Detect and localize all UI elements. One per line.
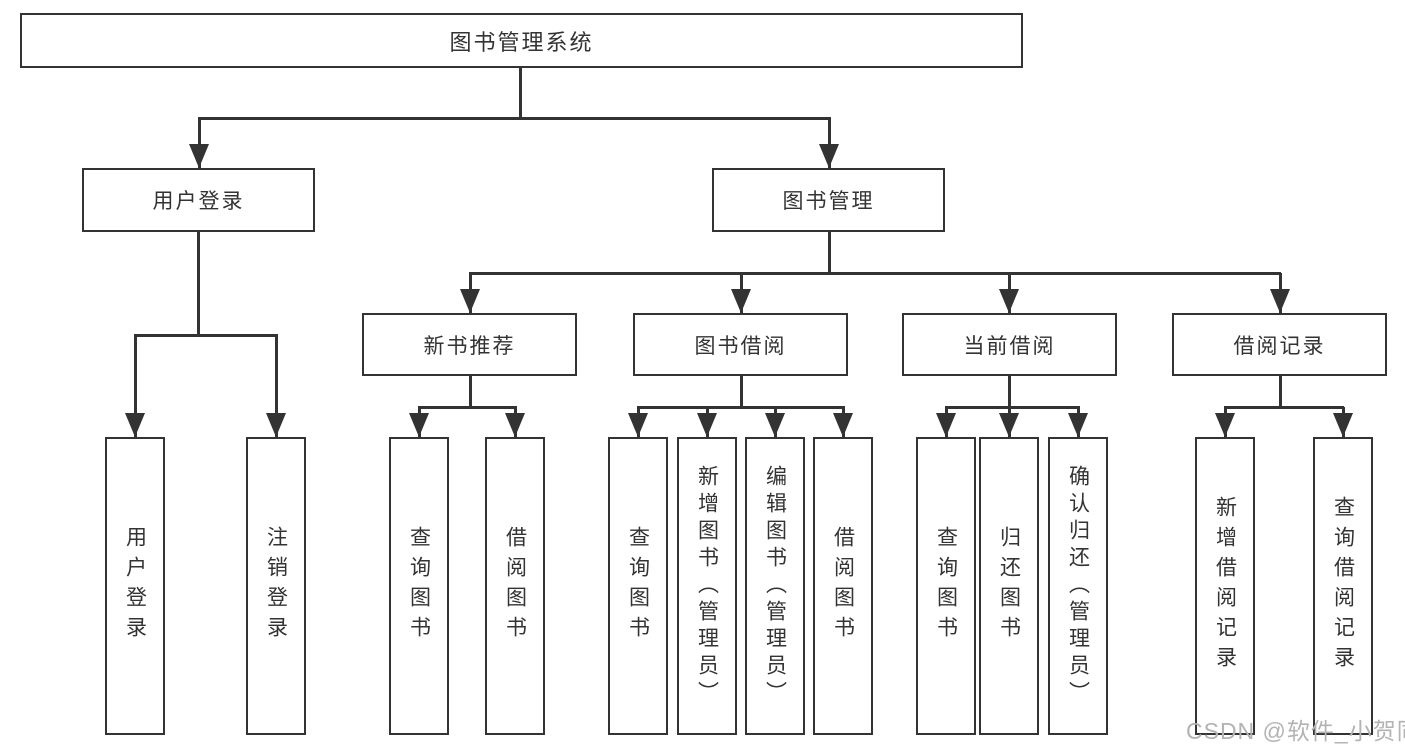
- leaf-borrow-books-recommend: 借阅图书: [485, 437, 545, 735]
- connector-line: [469, 272, 1281, 275]
- leaf-edit-book-admin: 编辑图书（管理员）: [745, 437, 805, 735]
- leaf-user-login: 用户登录: [105, 437, 165, 735]
- arrowhead-down: [819, 144, 839, 168]
- arrowhead-down: [409, 413, 429, 437]
- leaf-query-borrow-record: 查询借阅记录: [1313, 437, 1373, 735]
- leaf-logout: 注销登录: [246, 437, 306, 735]
- connector-line: [197, 232, 200, 335]
- leaf-return-books: 归还图书: [979, 437, 1039, 735]
- leaf-add-borrow-record: 新增借阅记录: [1195, 437, 1255, 735]
- connector-line: [1224, 406, 1344, 409]
- leaf-query-books-recommend: 查询图书: [389, 437, 449, 735]
- arrowhead-down: [125, 413, 145, 437]
- arrowhead-down: [697, 413, 717, 437]
- arrowhead-down: [936, 413, 956, 437]
- connector-line: [740, 376, 743, 407]
- connector-line: [519, 68, 522, 118]
- node-user-login: 用户登录: [82, 168, 315, 232]
- connector-line: [198, 118, 201, 168]
- connector-line: [1008, 376, 1011, 407]
- arrowhead-down: [189, 144, 209, 168]
- node-library-management-system: 图书管理系统: [20, 13, 1023, 68]
- arrowhead-down: [266, 413, 286, 437]
- connector-line: [828, 118, 831, 168]
- arrowhead-down: [1333, 413, 1353, 437]
- node-current-borrowing: 当前借阅: [902, 313, 1117, 376]
- arrowhead-down: [460, 289, 480, 313]
- connector-line: [469, 376, 472, 407]
- connector-line: [275, 335, 278, 437]
- arrowhead-down: [833, 413, 853, 437]
- node-book-borrowing: 图书借阅: [633, 313, 848, 376]
- leaf-borrow-books: 借阅图书: [813, 437, 873, 735]
- arrowhead-down: [999, 289, 1019, 313]
- arrowhead-down: [1270, 289, 1290, 313]
- arrowhead-down: [999, 413, 1019, 437]
- node-book-management: 图书管理: [712, 168, 945, 232]
- leaf-add-book-admin: 新增图书（管理员）: [677, 437, 737, 735]
- arrowhead-down: [505, 413, 525, 437]
- node-new-book-recommend: 新书推荐: [362, 313, 577, 376]
- leaf-query-books-borrow: 查询图书: [608, 437, 668, 735]
- leaf-confirm-return-admin: 确认归还（管理员）: [1048, 437, 1108, 735]
- leaf-query-books-current: 查询图书: [916, 437, 976, 735]
- connector-line: [637, 406, 845, 409]
- arrowhead-down: [1068, 413, 1088, 437]
- connector-line: [828, 232, 831, 273]
- connector-line: [134, 334, 278, 337]
- connector-line: [1279, 376, 1282, 407]
- csdn-watermark: CSDN @软件_小贺同学: [1186, 718, 1405, 744]
- arrowhead-down: [1215, 413, 1235, 437]
- connector-line: [134, 335, 137, 437]
- connector-line: [198, 117, 831, 120]
- arrowhead-down: [765, 413, 785, 437]
- connector-line: [418, 406, 517, 409]
- arrowhead-down: [628, 413, 648, 437]
- arrowhead-down: [731, 289, 751, 313]
- node-borrowing-records: 借阅记录: [1172, 313, 1387, 376]
- connector-line: [945, 406, 1080, 409]
